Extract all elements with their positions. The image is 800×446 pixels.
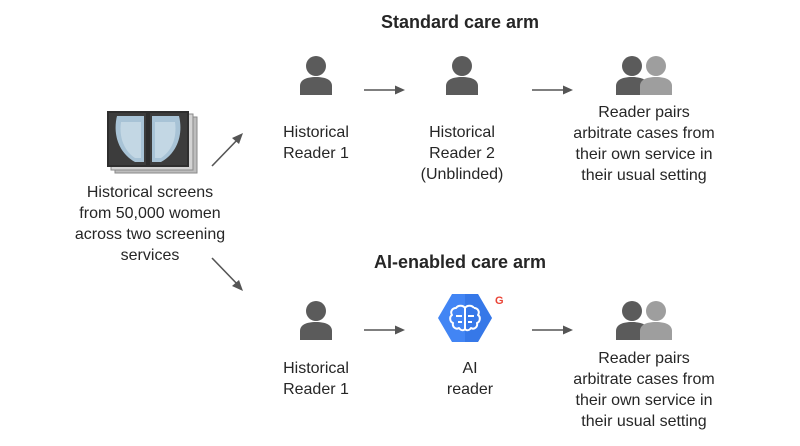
person-icon [446,56,478,95]
ai-step-2-label: AI reader [446,360,494,398]
source-label: Historical screens from 50,000 women acr… [74,184,226,264]
person-icon [300,56,332,95]
mammogram-stack-icon [107,111,198,174]
arrow-down-right [211,257,243,291]
arrow-right [532,85,573,95]
people-pair-icon [616,56,672,95]
standard-step-1-label: Historical Reader 1 [283,124,349,162]
people-pair-icon [616,301,672,340]
ai-step-3-label: Reader pairs arbitrate cases from their … [573,350,715,430]
ai-step-1-label: Historical Reader 1 [283,360,349,398]
arrow-right [364,85,405,95]
svg-text:G: G [495,295,504,307]
arrow-up-right [211,133,243,167]
standard-step-3-label: Reader pairs arbitrate cases from their … [573,104,715,184]
arrow-right [364,325,405,335]
standard-arm-heading: Standard care arm [380,12,540,32]
person-icon [300,301,332,340]
ai-brain-icon: G [438,294,504,342]
arrow-right [532,325,573,335]
ai-arm-heading: AI-enabled care arm [373,252,547,272]
standard-step-2-label: Historical Reader 2 (Unblinded) [420,124,504,183]
